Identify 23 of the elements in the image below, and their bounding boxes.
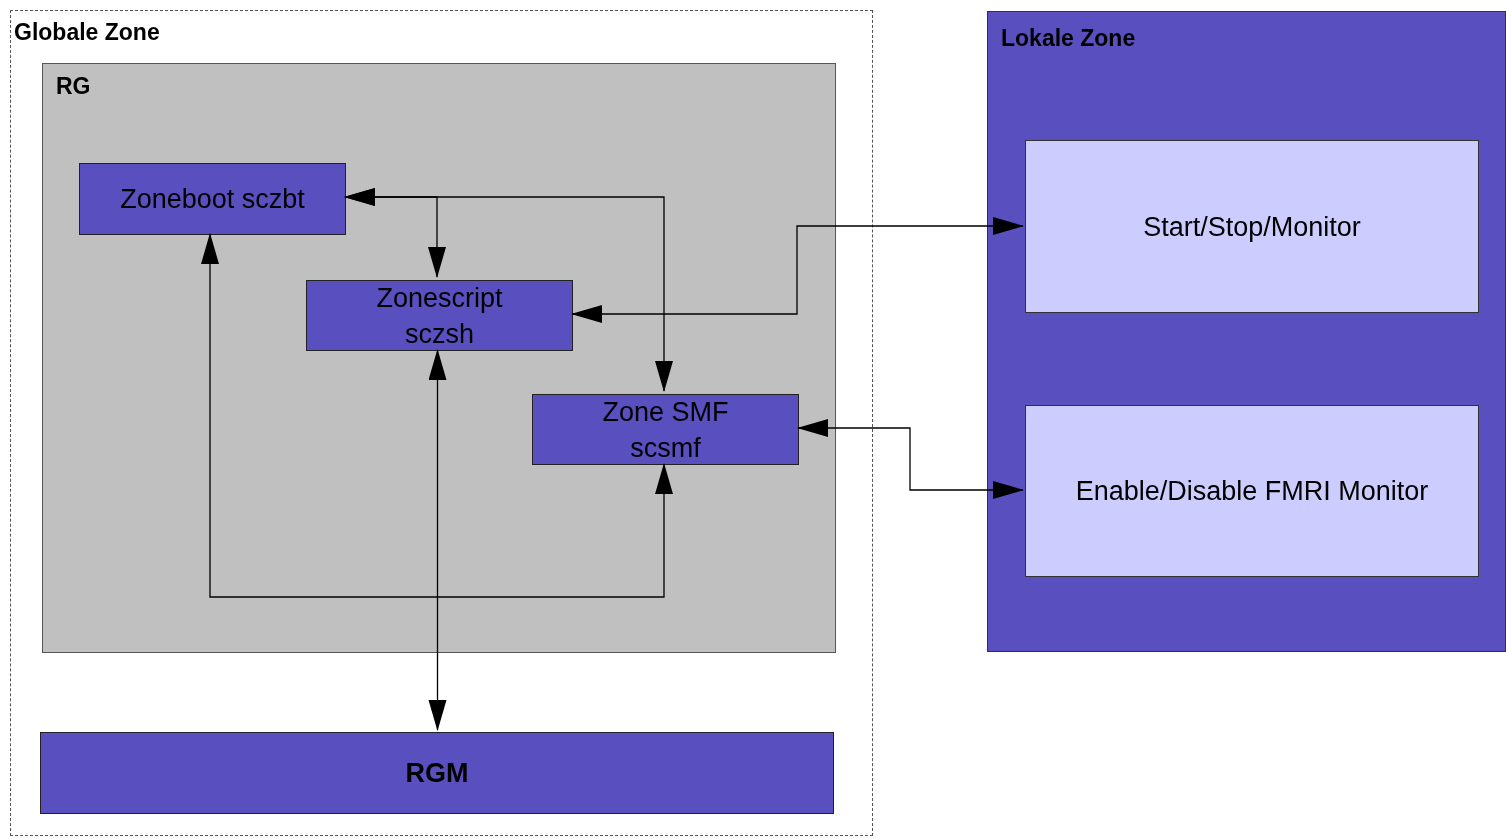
manager-label: RGM [404,756,470,790]
group-heading: RG [56,73,91,100]
component-label: Zone SMF scsmf [601,395,730,465]
component-label: Zonescript sczsh [375,281,504,351]
function-box [1025,140,1479,313]
zone-heading: Globale Zone [14,19,160,46]
component-label: Zoneboot sczbt [119,182,306,216]
zone-panel [987,11,1506,652]
function-label: Enable/Disable FMRI Monitor [1074,474,1430,508]
component-box [532,394,799,465]
connector-arrow [571,217,1024,323]
component-box [306,280,573,351]
zone-heading: Lokale Zone [1001,25,1136,52]
function-box [1025,405,1479,577]
function-label: Start/Stop/Monitor [1142,210,1362,244]
zone-frame [10,10,873,836]
connector-arrow [428,349,447,731]
manager-bar [40,732,834,814]
component-box [79,163,346,235]
connector-arrow [344,188,446,278]
connector-arrow [201,233,673,598]
resource-group-box [42,63,836,653]
connector-arrow [797,419,1024,499]
